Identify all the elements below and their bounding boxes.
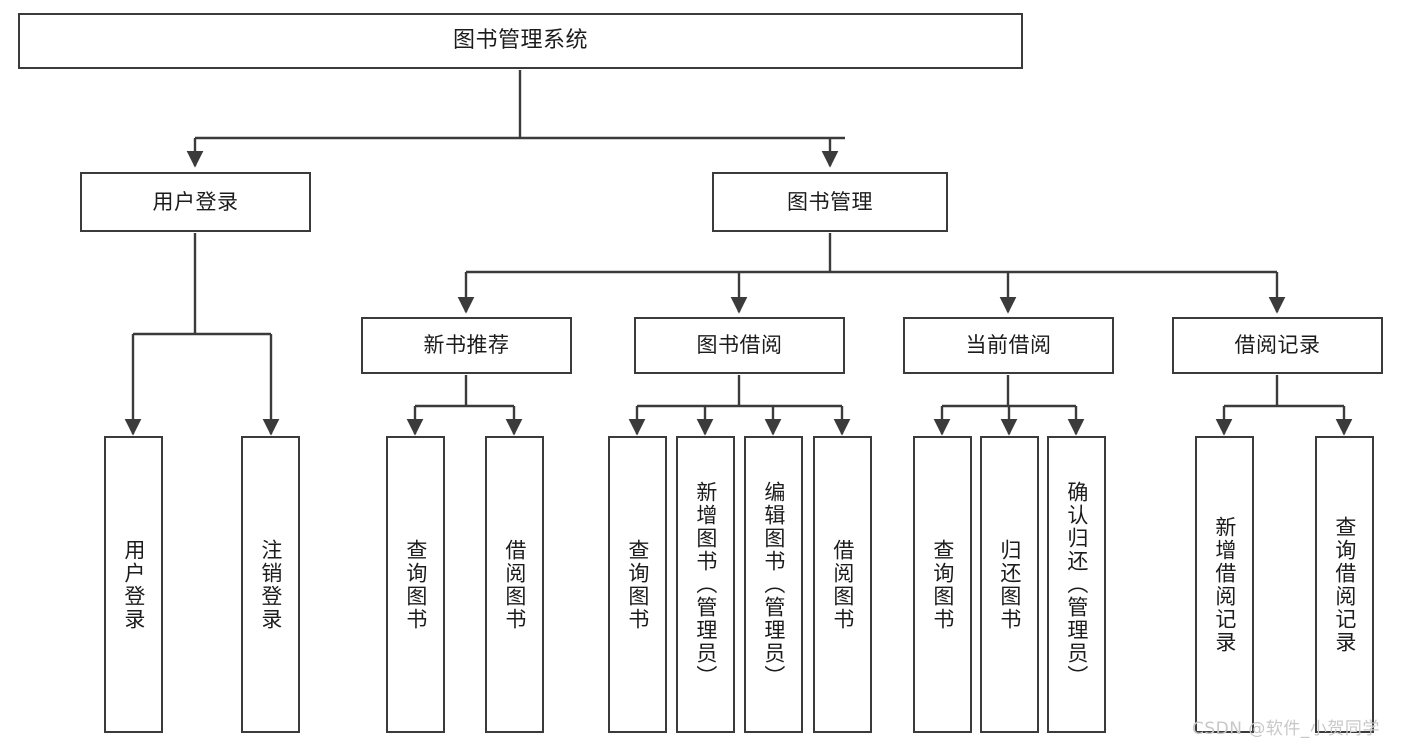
node-label: 借阅记录 [1234,333,1321,358]
node-label: 查询借阅记录 [1332,515,1357,654]
csdn-watermark: CSDN @软件_小贺同学 [1192,719,1380,739]
node-root-system[interactable]: 图书管理系统 [18,13,1023,69]
node-label: 查询图书 [930,538,955,631]
node-label: 注销登录 [258,538,283,631]
node-label: 用户登录 [121,538,146,631]
leaf-logout[interactable]: 注销登录 [241,436,300,733]
node-user-login[interactable]: 用户登录 [80,172,311,232]
leaf-user-login[interactable]: 用户登录 [104,436,163,733]
leaf-edit-book-admin[interactable]: 编辑图书（管理员） [744,436,803,733]
leaf-confirm-return-admin[interactable]: 确认归还（管理员） [1047,436,1106,733]
leaf-query-book-current[interactable]: 查询图书 [913,436,972,733]
node-label: 确认归还（管理员） [1064,481,1089,688]
leaf-query-book-recommend[interactable]: 查询图书 [386,436,445,733]
node-label: 图书借阅 [696,333,783,358]
node-label: 编辑图书（管理员） [761,481,786,688]
node-label: 查询图书 [625,538,650,631]
leaf-add-borrow-record[interactable]: 新增借阅记录 [1195,436,1254,733]
node-label: 归还图书 [997,538,1022,631]
leaf-query-book-borrow[interactable]: 查询图书 [608,436,667,733]
leaf-query-borrow-record[interactable]: 查询借阅记录 [1315,436,1374,733]
node-label: 当前借阅 [965,333,1052,358]
leaf-return-book[interactable]: 归还图书 [980,436,1039,733]
leaf-borrow-book-recommend[interactable]: 借阅图书 [485,436,544,733]
node-label: 新书推荐 [423,333,510,358]
node-book-management[interactable]: 图书管理 [712,172,948,232]
node-label: 查询图书 [403,538,428,631]
leaf-add-book-admin[interactable]: 新增图书（管理员） [676,436,735,733]
node-label: 新增借阅记录 [1212,515,1237,654]
node-label: 图书管理 [787,189,873,214]
node-borrow-record[interactable]: 借阅记录 [1172,317,1383,374]
node-book-borrow[interactable]: 图书借阅 [634,317,845,374]
node-label: 借阅图书 [830,538,855,631]
node-new-book-recommend[interactable]: 新书推荐 [361,317,572,374]
node-label: 图书管理系统 [452,28,588,54]
node-current-borrow[interactable]: 当前借阅 [903,317,1114,374]
node-label: 借阅图书 [502,538,527,631]
leaf-borrow-book[interactable]: 借阅图书 [813,436,872,733]
node-label: 新增图书（管理员） [693,481,718,688]
node-label: 用户登录 [152,189,239,214]
